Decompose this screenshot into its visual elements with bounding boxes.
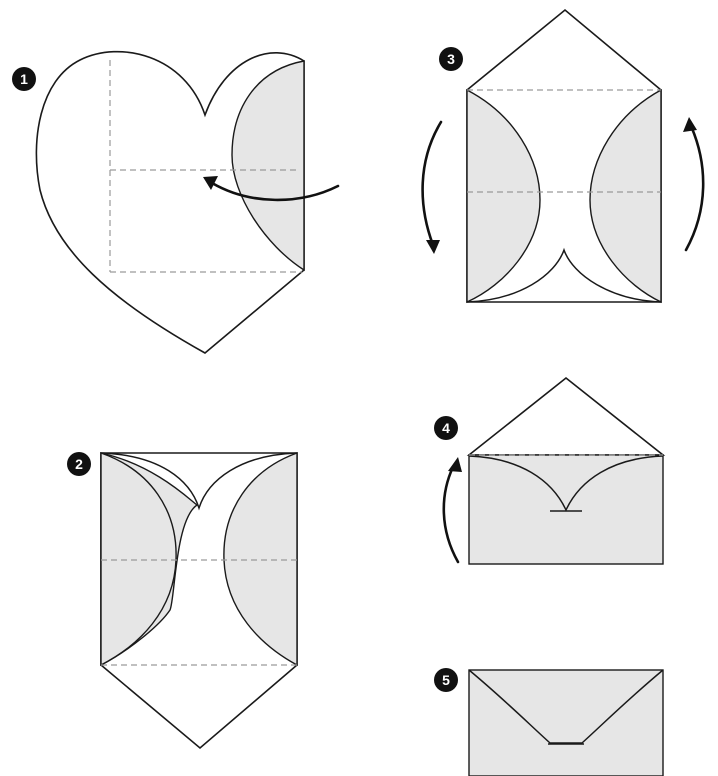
step-2-panel bbox=[101, 453, 297, 748]
close-flap-arrow bbox=[444, 467, 458, 562]
step-number: 3 bbox=[447, 51, 455, 67]
right-arrow-head bbox=[683, 117, 697, 132]
step-1-badge: 1 bbox=[12, 67, 36, 91]
step-2-badge: 2 bbox=[67, 452, 91, 476]
step-number: 4 bbox=[442, 420, 450, 436]
step-5-envelope bbox=[469, 670, 663, 776]
close-arrow-head bbox=[448, 457, 462, 472]
step-number: 5 bbox=[442, 672, 450, 688]
step-1-heart bbox=[36, 52, 338, 353]
step-4-envelope bbox=[444, 378, 663, 564]
step-5-badge: 5 bbox=[434, 668, 458, 692]
left-rotate-arrow bbox=[423, 122, 441, 245]
envelope-body bbox=[469, 670, 663, 776]
right-rotate-arrow bbox=[686, 126, 703, 250]
open-top-flap bbox=[469, 378, 663, 455]
step-4-badge: 4 bbox=[434, 416, 458, 440]
left-arrow-head bbox=[426, 240, 440, 254]
step-number: 1 bbox=[20, 71, 28, 87]
step-number: 2 bbox=[75, 456, 83, 472]
step-3-panel bbox=[423, 10, 704, 302]
step-3-badge: 3 bbox=[439, 47, 463, 71]
